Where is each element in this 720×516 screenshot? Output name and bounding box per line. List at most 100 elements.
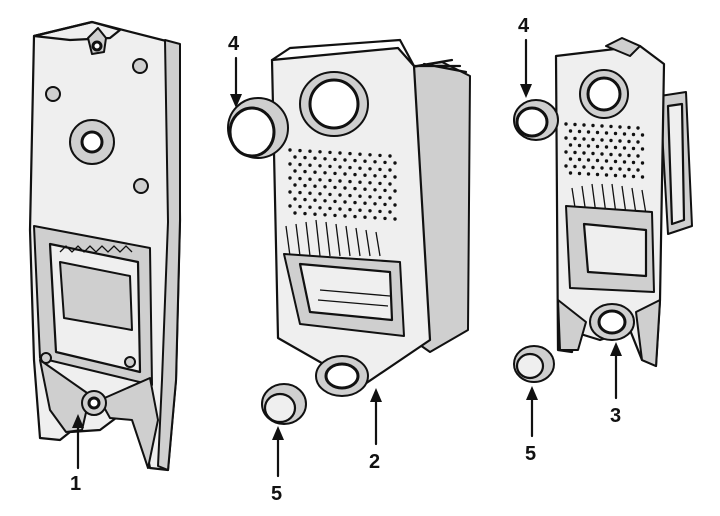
perforation-dot xyxy=(627,139,631,144)
perforation-dot xyxy=(298,176,302,181)
perforation-dot xyxy=(313,212,317,216)
perforation-dot xyxy=(582,165,586,169)
perforation-dot xyxy=(393,161,397,165)
perforation-dot xyxy=(368,209,372,213)
perforation-dot xyxy=(313,198,317,202)
perforation-dot xyxy=(298,204,302,209)
perforation-dot xyxy=(293,155,297,159)
perforation-dot xyxy=(595,172,600,177)
callout-1: 1 xyxy=(70,473,81,495)
perforation-dot xyxy=(595,144,600,149)
intermediate-section xyxy=(270,38,471,397)
lower-push-nipple-right xyxy=(513,345,555,383)
perforation-dot xyxy=(333,185,337,190)
perforation-dot xyxy=(393,217,397,221)
perforation-dot xyxy=(298,162,302,167)
callout-4-left: 4 xyxy=(228,33,240,55)
perforation-dot xyxy=(348,151,352,156)
perforation-dot xyxy=(368,181,372,185)
perforation-dot xyxy=(358,208,362,212)
perforation-dot xyxy=(622,174,627,178)
perforation-dot xyxy=(613,159,618,164)
perforation-dot xyxy=(363,159,367,163)
perforation-dot xyxy=(293,197,297,201)
callout-2: 2 xyxy=(369,451,380,473)
perforation-dot xyxy=(577,171,582,176)
perforation-dot xyxy=(564,164,568,168)
perforation-dot xyxy=(353,200,357,205)
perforation-dot xyxy=(600,152,604,156)
callout-5-right: 5 xyxy=(525,443,536,465)
perforation-dot xyxy=(636,154,640,158)
perforation-dot xyxy=(618,153,622,157)
perforation-dot xyxy=(573,122,577,127)
perforation-dot xyxy=(604,145,609,149)
perforation-dot xyxy=(586,158,591,162)
perforation-dot xyxy=(640,175,645,179)
rear-end-section xyxy=(554,37,693,368)
perforation-dot xyxy=(393,175,397,179)
perforation-dot xyxy=(577,157,582,162)
perforation-dot xyxy=(358,180,362,184)
perforation-dot xyxy=(358,166,362,170)
perforation-dot xyxy=(308,205,312,209)
perforation-dot xyxy=(348,193,352,198)
perforation-dot xyxy=(373,160,377,164)
perforation-dot xyxy=(604,173,609,177)
perforation-dot xyxy=(586,172,591,176)
perforation-dot xyxy=(627,167,631,172)
perforation-dot xyxy=(631,146,636,151)
perforation-dot xyxy=(591,165,595,170)
perforation-dot xyxy=(564,136,568,140)
perforation-dot xyxy=(338,151,342,155)
perforation-dot xyxy=(308,191,312,195)
perforation-dot xyxy=(388,154,392,158)
perforation-dot xyxy=(363,173,367,177)
perforation-dot xyxy=(333,213,337,218)
perforation-dot xyxy=(591,137,595,142)
perforation-dot xyxy=(577,143,582,148)
perforation-dot xyxy=(323,199,327,203)
perforation-dot xyxy=(333,199,337,204)
perforation-dot xyxy=(288,162,292,166)
perforation-dot xyxy=(631,132,636,137)
perforation-dot xyxy=(308,149,312,153)
perforation-dot xyxy=(604,159,609,163)
perforation-dot xyxy=(318,164,322,168)
perforation-dot xyxy=(328,178,332,183)
perforation-dot xyxy=(343,186,347,190)
callout-4-right: 4 xyxy=(518,15,530,37)
perforation-dot xyxy=(609,152,613,157)
perforation-dot xyxy=(609,124,613,129)
perforation-dot xyxy=(288,176,292,180)
perforation-dot xyxy=(338,207,342,211)
perforation-dot xyxy=(600,124,604,128)
perforation-dot xyxy=(595,130,600,135)
perforation-dot xyxy=(383,174,387,179)
perforation-dot xyxy=(323,185,327,189)
perforation-dot xyxy=(358,152,362,156)
perforation-dot xyxy=(298,148,302,153)
perforation-dot xyxy=(564,122,568,126)
perforation-dot xyxy=(353,214,357,219)
perforation-dot xyxy=(333,171,337,176)
perforation-dot xyxy=(568,129,573,133)
perforation-dot xyxy=(609,138,613,143)
perforation-dot xyxy=(582,151,586,155)
perforation-dot xyxy=(568,143,573,147)
perforation-dot xyxy=(591,123,595,128)
perforation-dot xyxy=(631,160,636,165)
perforation-dot xyxy=(640,133,645,137)
perforation-dot xyxy=(308,163,312,167)
perforation-dot xyxy=(613,131,618,136)
perforation-dot xyxy=(383,188,387,193)
perforation-dot xyxy=(353,186,357,191)
perforation-dot xyxy=(573,164,577,169)
perforation-dot xyxy=(313,170,317,174)
perforation-dot xyxy=(393,203,397,207)
upper-push-nipple-left xyxy=(227,97,289,159)
perforation-dot xyxy=(582,137,586,141)
callout-5-left: 5 xyxy=(271,483,282,505)
perforation-dot xyxy=(368,153,372,157)
